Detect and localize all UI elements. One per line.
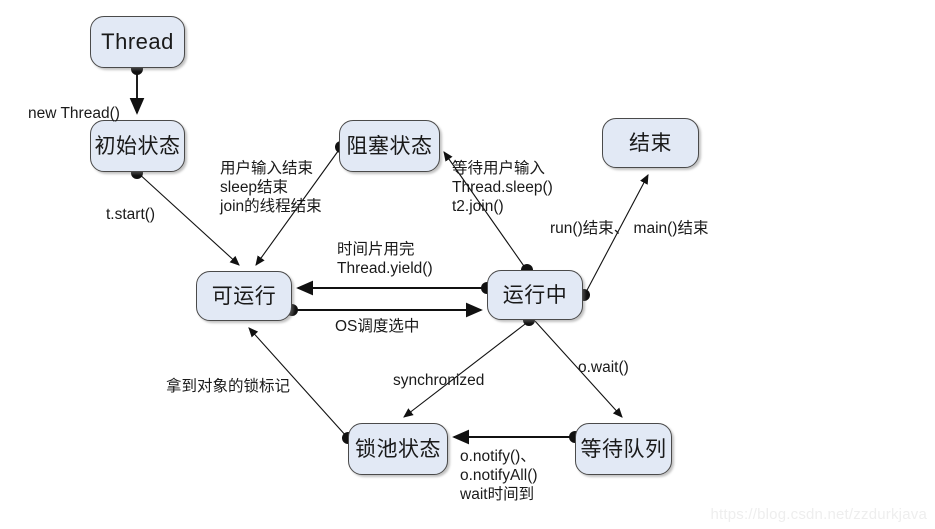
node-end-label: 结束 [629, 131, 672, 155]
edge-synchronized [403, 314, 535, 418]
edge-new-thread [129, 63, 145, 115]
edge-label-new-thread: new Thread() [28, 105, 120, 122]
edge-label-yield: 时间片用完 Thread.yield() [337, 241, 433, 277]
edge-label-notify: o.notify()、 o.notifyAll() wait时间到 [460, 448, 538, 503]
edge-yield [296, 280, 493, 296]
watermark: https://blog.csdn.net/zzdurkjava [710, 506, 927, 523]
edge-finish [578, 174, 649, 301]
node-blocked-state-label: 阻塞状态 [346, 134, 433, 158]
edge-label-wait: o.wait() [578, 359, 629, 376]
node-wait-queue-label: 等待队列 [580, 437, 667, 461]
node-blocked-state[interactable]: 阻塞状态 [339, 120, 440, 172]
edge-label-unblock: 用户输入结束 sleep结束 join的线程结束 [220, 160, 322, 215]
node-wait-queue[interactable]: 等待队列 [575, 423, 672, 475]
node-runnable[interactable]: 可运行 [196, 271, 292, 321]
node-thread[interactable]: Thread [90, 16, 185, 68]
edge-label-schedule: OS调度选中 [335, 318, 420, 335]
edge-label-block: 等待用户输入 Thread.sleep() t2.join() [452, 160, 553, 215]
node-end[interactable]: 结束 [602, 118, 699, 168]
edge-label-synchronized: synchronized [393, 372, 485, 389]
node-initial-state[interactable]: 初始状态 [90, 120, 185, 172]
node-initial-state-label: 初始状态 [94, 134, 181, 158]
edge-wait [534, 320, 623, 418]
node-lock-pool-label: 锁池状态 [355, 437, 441, 461]
edge-label-t-start: t.start() [106, 206, 156, 223]
edge-label-acquire-lock: 拿到对象的锁标记 [166, 378, 291, 395]
node-runnable-label: 可运行 [211, 284, 277, 308]
node-thread-label: Thread [101, 29, 174, 54]
node-running-label: 运行中 [502, 283, 568, 307]
node-lock-pool[interactable]: 锁池状态 [348, 423, 448, 475]
edge-schedule [286, 302, 483, 318]
edge-label-finish: run()结束、 main()结束 [550, 220, 709, 237]
node-running[interactable]: 运行中 [487, 270, 583, 320]
edge-notify [452, 429, 581, 445]
